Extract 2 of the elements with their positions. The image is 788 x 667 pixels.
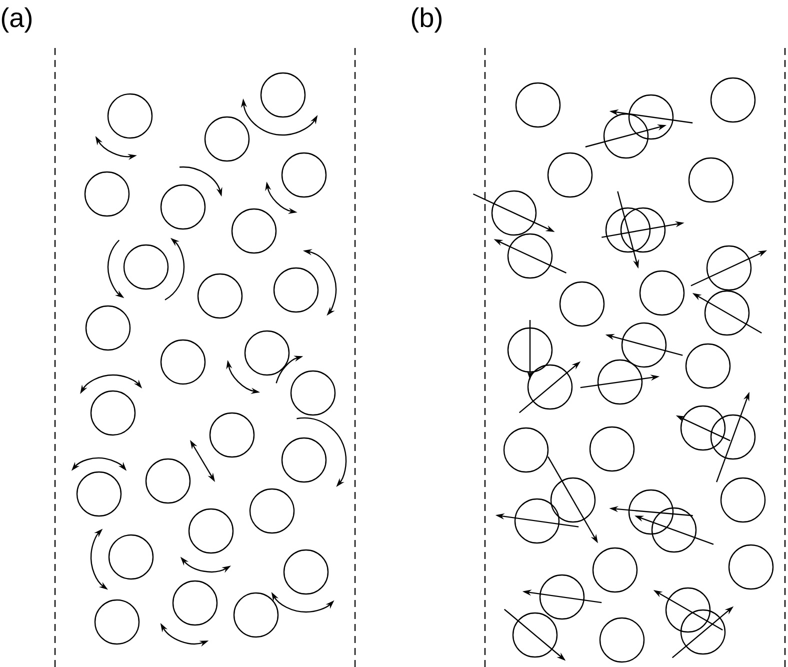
panel-label: (a) bbox=[2, 7, 32, 33]
panel-label: (b) bbox=[412, 7, 442, 33]
